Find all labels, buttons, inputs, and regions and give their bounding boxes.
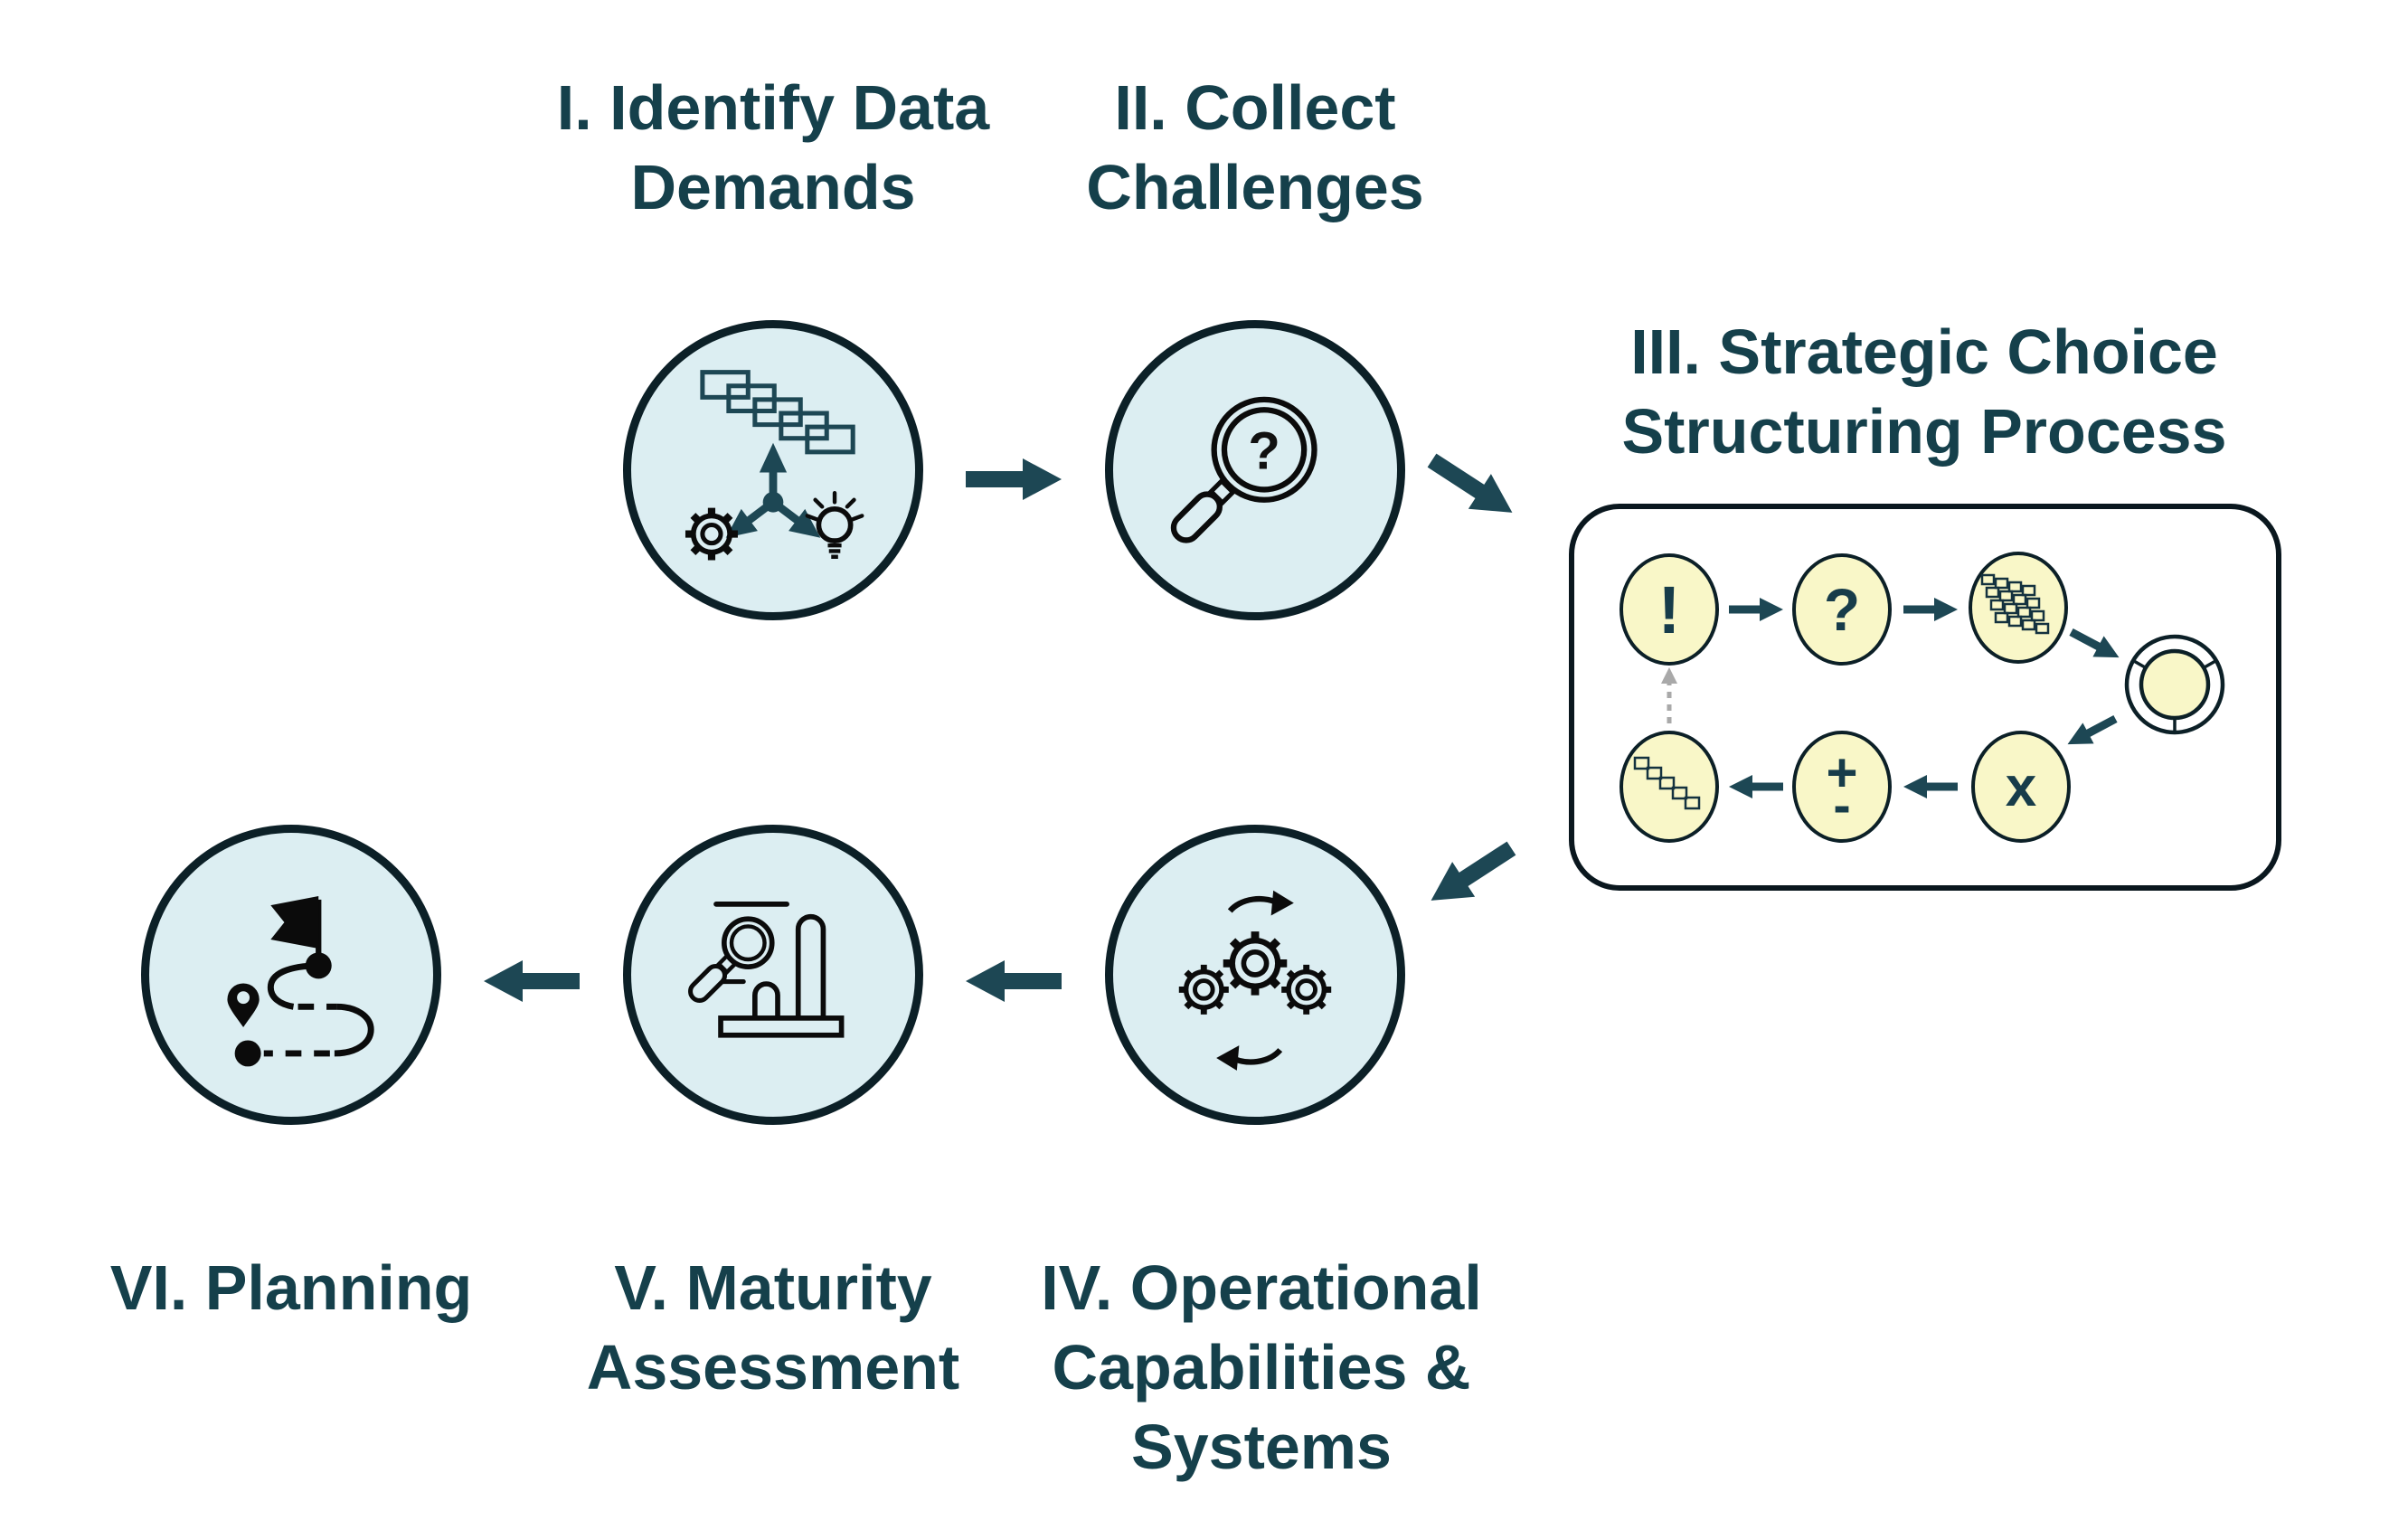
step-arrow-left-icon <box>1903 775 1958 798</box>
question-glyph: ? <box>1823 576 1861 643</box>
step-arrow-down-right-icon <box>2065 621 2125 668</box>
bar-chart-icon <box>718 913 845 1038</box>
step-arrow-right-icon <box>1903 598 1958 621</box>
magnifier-barchart-icon <box>688 902 845 1038</box>
stage-label-maturity-assessment: V. Maturity Assessment <box>457 1248 1090 1407</box>
gear-icon <box>685 507 738 561</box>
magnifier-icon <box>688 916 775 1003</box>
stage-label-line: Structuring Process <box>1621 396 2227 467</box>
start-point-dot <box>234 1040 261 1067</box>
stair-boxes-icon <box>1633 756 1701 810</box>
stage-label-operational-capabilities: IV. Operational Capabilities & Systems <box>918 1248 1605 1487</box>
process-box-arrows <box>1661 598 2125 798</box>
step-arrow-right-icon <box>1729 598 1783 621</box>
flow-arrow-2-to-3 <box>1421 442 1524 531</box>
stage-label-line: Challenges <box>1086 152 1424 222</box>
stage-label-line: V. Maturity <box>614 1252 932 1323</box>
stage-circle-operational-capabilities <box>1105 825 1405 1125</box>
multiply-glyph: x <box>2005 755 2037 818</box>
gear-icon <box>1281 964 1332 1015</box>
gear-icon <box>1178 964 1229 1015</box>
stage-circle-collect-challenges: ? <box>1105 320 1405 620</box>
stage-circle-maturity-assessment <box>623 825 923 1125</box>
step-stair-boxes <box>1619 731 1719 843</box>
route-path <box>263 962 374 1057</box>
stage-label-planning: VI. Planning <box>20 1248 562 1327</box>
brick-cascade-icon <box>1980 573 2050 635</box>
rotation-arrow-icon <box>1216 1045 1283 1071</box>
step-arrow-down-left-icon <box>2062 708 2121 755</box>
magnifier-question-icon: ? <box>1170 396 1317 543</box>
stage-label-line: Capabilities & <box>1052 1332 1471 1402</box>
rotation-arrow-icon <box>1227 890 1294 916</box>
stage-label-strategic-choice: III. Strategic Choice Structuring Proces… <box>1517 312 2331 471</box>
stage-label-line: III. Strategic Choice <box>1630 316 2218 387</box>
exclamation-glyph: ! <box>1657 571 1681 647</box>
stage-circle-planning <box>141 825 441 1125</box>
stage-label-collect-challenges: II. Collect Challenges <box>939 68 1572 227</box>
gears-process-icon <box>1178 890 1332 1071</box>
stage-circle-identify-data <box>623 320 923 620</box>
strategic-choice-process-box: ! ? x + - <box>1569 504 2281 891</box>
step-arrow-left-icon <box>1729 775 1783 798</box>
lightbulb-icon <box>805 490 864 559</box>
flow-arrow-1-to-2 <box>966 458 1062 500</box>
stage-label-line: VI. Planning <box>109 1252 473 1323</box>
destination-flag-icon <box>270 896 332 979</box>
step-question: ? <box>1792 553 1892 666</box>
stage-label-identify-data: I. Identify Data Demands <box>457 68 1090 227</box>
step-segmented-wheel <box>2122 632 2227 737</box>
step-plus-minus: + - <box>1792 731 1892 843</box>
flow-arrow-4-to-5 <box>966 960 1062 1002</box>
stage-label-line: Assessment <box>586 1332 960 1402</box>
feedback-dashed-arrow-icon <box>1661 667 1677 723</box>
stage-label-line: Systems <box>1131 1412 1392 1482</box>
roadmap-flag-icon <box>227 896 374 1067</box>
stage-label-line: I. Identify Data <box>556 72 990 143</box>
stage-label-line: Demands <box>630 152 916 222</box>
location-pin-icon <box>227 983 260 1027</box>
step-multiply: x <box>1971 731 2071 843</box>
magnifier-handle <box>1170 477 1237 543</box>
segmented-wheel-icon <box>2124 634 2225 735</box>
stage-label-line: II. Collect <box>1114 72 1396 143</box>
step-exclamation: ! <box>1619 553 1719 666</box>
cascading-boxes-icon <box>700 370 855 455</box>
stage-label-line: IV. Operational <box>1041 1252 1482 1323</box>
minus-glyph: - <box>1833 776 1851 835</box>
question-mark-glyph: ? <box>1248 423 1280 481</box>
flow-arrow-3-to-4 <box>1420 830 1523 919</box>
flow-arrow-5-to-6 <box>484 960 580 1002</box>
data-demands-icon <box>685 370 864 561</box>
gear-icon <box>1223 931 1288 996</box>
step-brick-cascade <box>1969 552 2068 664</box>
plus-glyph: + <box>1826 742 1858 803</box>
